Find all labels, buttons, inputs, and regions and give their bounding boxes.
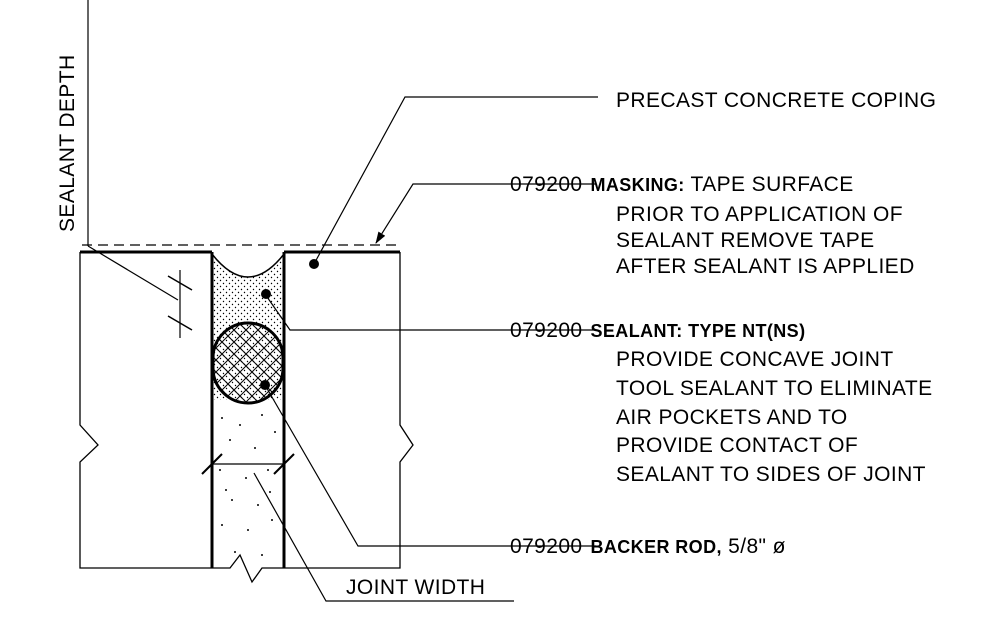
joint-fill-stipple <box>219 414 276 556</box>
backer-size: 5/8" ø <box>722 535 786 558</box>
leader-joint-width <box>253 472 514 602</box>
leader-masking <box>375 183 596 244</box>
left-coping-block <box>79 250 212 569</box>
masking-note: 079200 MASKING: TAPE SURFACE PRIOR TO APP… <box>510 173 915 278</box>
leader-backer-rod <box>260 380 596 547</box>
leader-coping <box>309 96 598 269</box>
joint-fill-material <box>212 400 284 568</box>
sealant-line2: PROVIDE CONCAVE JOINT <box>616 348 894 371</box>
sealant-line3: TOOL SEALANT TO ELIMINATE <box>616 377 933 400</box>
coping-label: PRECAST CONCRETE COPING <box>616 89 936 112</box>
masking-title: MASKING: <box>590 175 684 195</box>
backer-code: 079200 <box>510 535 582 558</box>
sealant-line6: SEALANT TO SIDES OF JOINT <box>616 463 926 486</box>
break-symbol <box>212 553 284 584</box>
sealant-line4: AIR POCKETS AND TO <box>616 406 848 429</box>
masking-line3: SEALANT REMOVE TAPE <box>616 229 875 252</box>
sealant-title: SEALANT: TYPE NT(NS) <box>590 321 805 341</box>
joint-width-label: JOINT WIDTH <box>346 576 485 599</box>
masking-line1: TAPE SURFACE <box>685 173 854 196</box>
backer-title: BACKER ROD, <box>590 537 721 557</box>
sealant-note: 079200 SEALANT: TYPE NT(NS) PROVIDE CONCA… <box>510 319 933 486</box>
masking-code: 079200 <box>510 173 582 196</box>
masking-line2: PRIOR TO APPLICATION OF <box>616 203 903 226</box>
joint-width-dimension <box>201 453 295 475</box>
sealant-depth-dimension <box>87 0 193 338</box>
sealant-line5: PROVIDE CONTACT OF <box>616 434 858 457</box>
sealant-code: 079200 <box>510 319 582 342</box>
backer-rod-note: 079200 BACKER ROD, 5/8" ø <box>510 535 786 558</box>
sealant-depth-label: SEALANT DEPTH <box>56 54 79 232</box>
masking-line4: AFTER SEALANT IS APPLIED <box>616 255 915 278</box>
leader-sealant <box>261 289 596 331</box>
right-coping-block <box>284 250 414 569</box>
sealant-concave-surface <box>211 253 285 278</box>
backer-rod <box>211 321 285 405</box>
